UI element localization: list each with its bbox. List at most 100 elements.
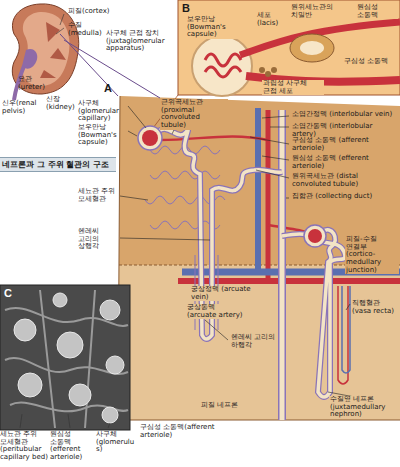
leader-line [346,304,350,310]
interlobular-vessels [266,110,271,280]
leader-line [128,106,146,128]
juxtaglomerular-inset [300,41,324,55]
part-label: 수질옆 네프론 (juxtamedullary nephron) [329,396,399,419]
leader-line [205,320,228,340]
sem-photo [20,414,22,428]
part-label: 구심성 소동맥 [343,58,399,66]
sem-photo [108,423,110,428]
title-band: 네프론과 그 주위 혈관의 구조 [0,157,116,172]
sem-photo [0,285,130,430]
vasa-recta [338,286,350,384]
juxtaglomerular-inset [178,0,400,95]
kidney-inset [46,22,60,42]
part-label: 구심성 소동맥 (afferent arteriole) [291,137,399,152]
leader-line [120,196,148,200]
null [106,356,124,374]
kidney-inset [56,28,64,34]
collecting-duct [282,110,283,420]
tissue-slab [118,265,400,420]
null [102,407,118,423]
part-label: 사구체 (glomerular capillary) [78,100,128,123]
kidney-inset [50,48,66,60]
juxtaglomerular-inset [205,54,241,77]
null [14,293,124,423]
juxtaglomerular-inset [271,67,277,73]
part-label: 피질-수질 연결부 (cortico-medullary junction) [345,236,399,274]
kidney-inset [23,12,70,86]
interlobular-vessels [160,136,268,140]
part-label: 사구체 근접 장치 (juxtaglomerular apparatus) [106,30,172,53]
juxtaglomerular-inset [150,0,400,132]
interlobular-vessels [255,108,261,272]
leader-line [250,137,289,144]
leader-line [262,156,289,160]
part-label: 직행혈관 (vasa recta) [351,300,399,315]
vasa-recta [338,286,348,384]
peritubular-capillaries [150,171,220,179]
panel-letter: A [104,82,118,94]
null [14,319,36,341]
tissue-slab [118,96,400,420]
kidney-inset [60,14,64,25]
collecting-duct [280,110,285,420]
part-label: 요관(ureter) [18,76,54,91]
null [53,293,67,307]
part-label: 구심성 소동맥(afferent arteriole) [140,424,240,439]
part-label: 헨레씨 고리의 하행각 [230,334,278,349]
juxtaglomerular-inset [290,34,334,62]
juxtamedullary-nephron [304,225,326,247]
cortical-nephron [138,126,162,150]
juxtamedullary-nephron [308,229,322,243]
juxtaglomerular-inset [259,67,265,73]
leader-line [286,198,289,199]
null [100,300,120,320]
part-label: 보우만낭 (Bowman's capsule) [186,16,242,39]
part-label: 궁상동맥 (arcuate artery) [186,304,244,319]
part-label: 신우(renal pelvis) [2,100,42,115]
kidney-inset [40,70,56,78]
juxtaglomerular-inset [192,36,252,96]
leader-line [262,116,289,118]
part-label: 보우만낭 (Bowman's capsule) [78,124,128,147]
part-label: 세뇨관 주위 모세혈관 (peritubular capillary bed) [0,431,48,462]
null [57,332,83,358]
part-label: 과립성 사구체 근접 세포 [262,80,324,95]
part-label: 세포 (lacis) [256,12,286,27]
cortical-nephron [158,129,282,339]
cortical-nephron [142,130,158,146]
part-label: 집합관 (collecting duct) [291,193,399,201]
part-label: 수질(medulla) [68,22,112,37]
leader-line [270,127,289,128]
vasa-recta [342,286,350,373]
part-label: 헨레씨 고리의 상행각 [78,228,120,251]
kidney-inset [12,4,78,94]
sem-photo [68,414,70,428]
leader-line [120,238,210,240]
part-label: 원심성 소동맥 [356,4,398,19]
null [5,290,128,428]
part-label: 피질 네프론 [200,402,262,410]
cortical-nephron [138,126,282,339]
part-label: 원위곡세뇨관 (distal convoluted tubule) [291,173,399,188]
juxtaglomerular-inset [265,71,271,77]
juxtamedullary-nephron [282,230,345,397]
kidney-inset [22,49,37,69]
null [69,384,91,406]
part-label: 원심성 소동맥 (efferent arteriole) [291,155,399,170]
part-label: 근위곡세뇨관 (proximal convoluted tubule) [160,99,228,130]
sem-photo [0,285,130,430]
part-label: 궁상정맥 (arcuate vein) [190,286,252,301]
tissue-slab [118,96,400,420]
null [40,290,95,428]
part-label: 소엽간정맥 (interlobular vein) [291,111,399,119]
panel-letter: B [182,2,196,14]
null [18,373,42,397]
cortical-nephron [158,129,282,339]
leader-line [128,131,137,136]
part-label: 원위세뇨관의 치밀반 [290,4,348,19]
part-label: 세뇨관 주위 모세혈관 [78,188,120,203]
juxtamedullary-nephron [282,225,345,397]
part-label: 원심성 소동맥 (efferent arteriole) [50,431,94,462]
part-label: 피질(cortex) [68,8,112,16]
